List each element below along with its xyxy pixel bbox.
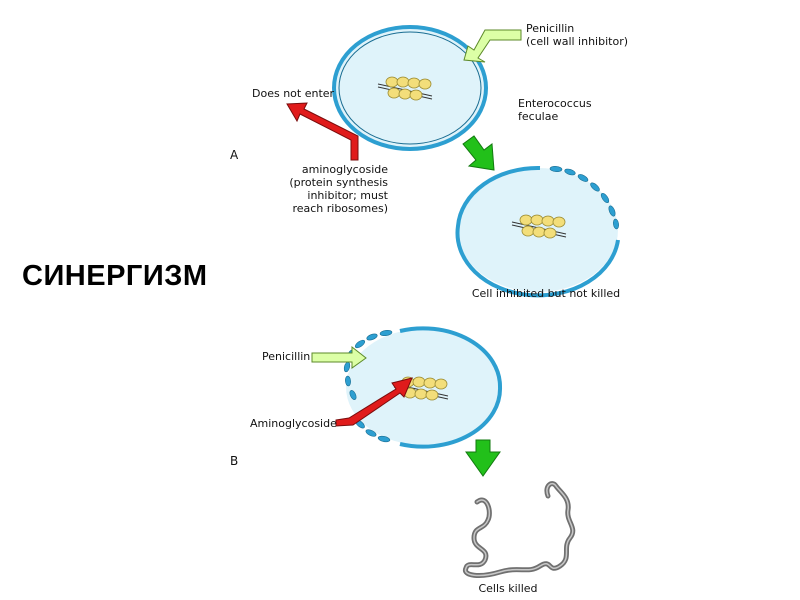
aminoglycoside-label-a-line1: aminoglycoside	[301, 163, 388, 176]
cell-b	[343, 326, 503, 449]
organism-label: Enterococcus feculae	[518, 97, 592, 123]
page-title: СИНЕРГИЗМ	[22, 260, 208, 292]
panel-b-letter: B	[230, 454, 239, 468]
penicillin-label-a-line2: (cell wall inhibitor)	[526, 35, 629, 48]
does-not-enter-label: Does not enter	[252, 87, 335, 100]
aminoglycoside-arrow-b	[335, 377, 413, 427]
aminoglycoside-label-a-line4: reach ribosomes)	[292, 202, 388, 215]
aminoglycoside-label-a: aminoglycoside (protein synthesis inhibi…	[282, 163, 388, 215]
aminoglycoside-arrow-a-blocked	[286, 102, 359, 161]
cell-a-intact	[332, 25, 488, 151]
aminoglycoside-label-b: Aminoglycoside	[250, 417, 337, 430]
penicillin-label-b: Penicillin	[262, 350, 311, 363]
penicillin-arrow-b	[311, 345, 367, 369]
organism-label-line2: feculae	[518, 110, 559, 123]
process-arrow-b	[465, 439, 501, 477]
penicillin-arrow-a	[463, 29, 522, 63]
aminoglycoside-label-a-line3: inhibitor; must	[307, 189, 388, 202]
result-label-a: Cell inhibited but not killed	[471, 287, 621, 300]
cell-a-inhibited	[455, 165, 620, 298]
organism-label-line1: Enterococcus	[518, 97, 592, 110]
aminoglycoside-label-a-line2: (protein synthesis	[289, 176, 388, 189]
penicillin-label-a: Penicillin (cell wall inhibitor)	[526, 22, 628, 48]
process-arrow-a	[462, 135, 495, 171]
penicillin-label-a-line1: Penicillin	[526, 22, 575, 35]
result-label-b: Cells killed	[478, 582, 538, 595]
dead-cell	[462, 481, 576, 578]
panel-a-letter: A	[230, 148, 239, 162]
